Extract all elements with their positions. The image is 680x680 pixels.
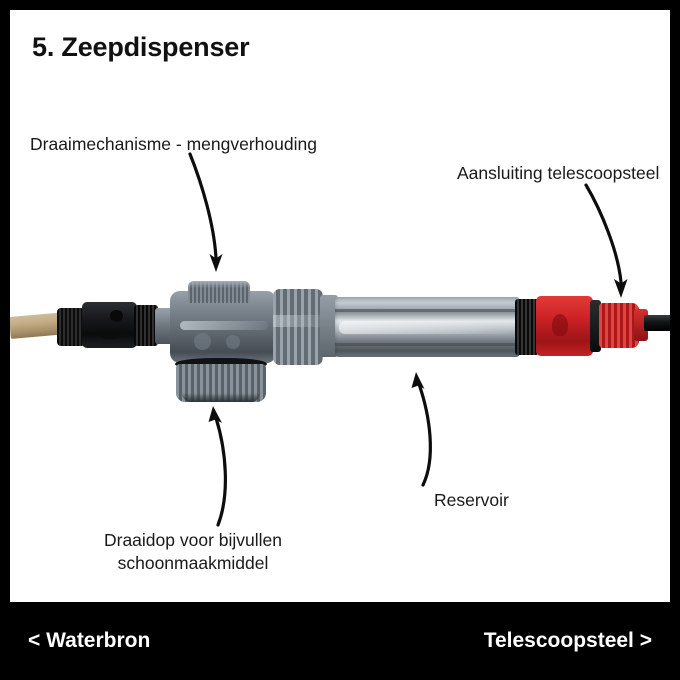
body-highlight: [180, 321, 268, 330]
body-collar-nut: [273, 289, 323, 365]
reservoir-end-nut: [515, 299, 539, 355]
red-coupling-nut: [599, 303, 639, 348]
arrow-to-aansluiting: [584, 183, 628, 298]
outlet-tube: [644, 315, 670, 331]
reservoir-band-bottom: [335, 343, 520, 346]
arrow-to-draaimechanisme: [188, 152, 223, 272]
inlet-nut: [134, 305, 158, 346]
dispenser-body: [170, 291, 275, 363]
nav-next-telescoopsteel[interactable]: Telescoopsteel >: [483, 629, 652, 652]
label-draaidop-line2: schoonmaakmiddel: [117, 553, 269, 573]
arrow-to-reservoir: [411, 372, 432, 487]
nav-prev-waterbron[interactable]: < Waterbron: [28, 629, 151, 652]
body-step: [320, 295, 338, 357]
arrow-to-draaidop: [208, 406, 227, 527]
body-boss-1: [194, 333, 211, 350]
reservoir-band-top: [335, 309, 520, 312]
label-draaidop-line1: Draaidop voor bijvullen: [103, 530, 283, 550]
mixing-ratio-dial: [188, 281, 250, 303]
product-photo: [10, 272, 670, 412]
label-aansluiting-telescoopsteel: Aansluiting telescoopsteel: [457, 163, 660, 183]
refill-cap: [176, 364, 266, 402]
soap-reservoir: [335, 297, 520, 357]
bottom-navigation-bar: < Waterbron Telescoopsteel >: [0, 602, 680, 680]
page-title: 5. Zeepdispenser: [32, 32, 250, 62]
label-draaimechanisme: Draaimechanisme - mengverhouding: [30, 134, 317, 154]
red-connector-ring: [590, 300, 601, 352]
hose-collar-left: [57, 308, 85, 346]
label-draaidop: Draaidop voor bijvullen schoonmaakmiddel: [98, 529, 288, 575]
content-card: 5. Zeepdispenser Draaimechanisme - mengv…: [10, 10, 670, 602]
black-inlet-connector: [82, 302, 137, 348]
label-reservoir: Reservoir: [434, 490, 509, 510]
red-quick-connector: [536, 296, 593, 356]
reservoir-shine: [339, 321, 515, 334]
body-boss-2: [226, 335, 240, 349]
